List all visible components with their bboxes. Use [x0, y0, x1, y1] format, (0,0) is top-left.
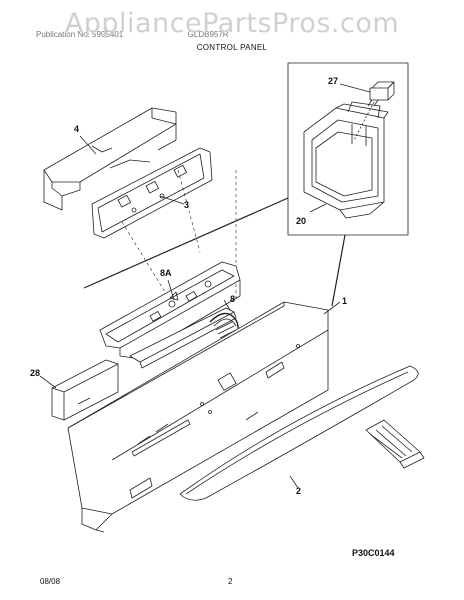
- footer-date: 08/08: [40, 577, 61, 586]
- leader-1: [323, 301, 341, 315]
- label-2: 2: [296, 486, 301, 496]
- part-28-endcap: [51, 359, 119, 421]
- part-20-housing: [303, 101, 389, 219]
- leader-3: [159, 195, 185, 205]
- label-8a: 8A: [160, 268, 172, 278]
- page-number: 2: [228, 577, 233, 586]
- label-3: 3: [184, 200, 189, 210]
- part-8-ribbon: [129, 307, 239, 369]
- label-4: 4: [74, 124, 79, 134]
- leader-line: [331, 234, 346, 307]
- label-20: 20: [296, 216, 306, 226]
- publication-header: Publication No. 5995401 GLDB957R: [36, 30, 229, 39]
- leader-28: [39, 375, 57, 389]
- leader-8a: [167, 279, 175, 301]
- part-3-board: [91, 147, 213, 239]
- label-28: 28: [30, 368, 40, 378]
- leader-4: [79, 135, 97, 155]
- publication-number: Publication No. 5995401: [36, 30, 124, 39]
- inset-box: [287, 62, 409, 236]
- part-27-switch: [367, 81, 395, 107]
- part-1-panel: [67, 301, 329, 533]
- page-title: CONTROL PANEL: [196, 43, 268, 52]
- label-27: 27: [328, 76, 338, 86]
- diagram-code: P30C0144: [352, 548, 395, 558]
- label-8: 8: [230, 294, 235, 304]
- part-2-overlay: [179, 365, 425, 501]
- leader-27: [339, 83, 371, 93]
- model-number: GLDB957R: [187, 30, 229, 39]
- leader-8: [223, 299, 231, 311]
- leader-line: [83, 197, 289, 289]
- watermark: AppliancePartsPros.com: [64, 8, 400, 39]
- label-1: 1: [342, 296, 347, 306]
- part-4-bracket: [43, 107, 177, 211]
- leader-2: [289, 475, 299, 489]
- leader-20: [309, 203, 327, 213]
